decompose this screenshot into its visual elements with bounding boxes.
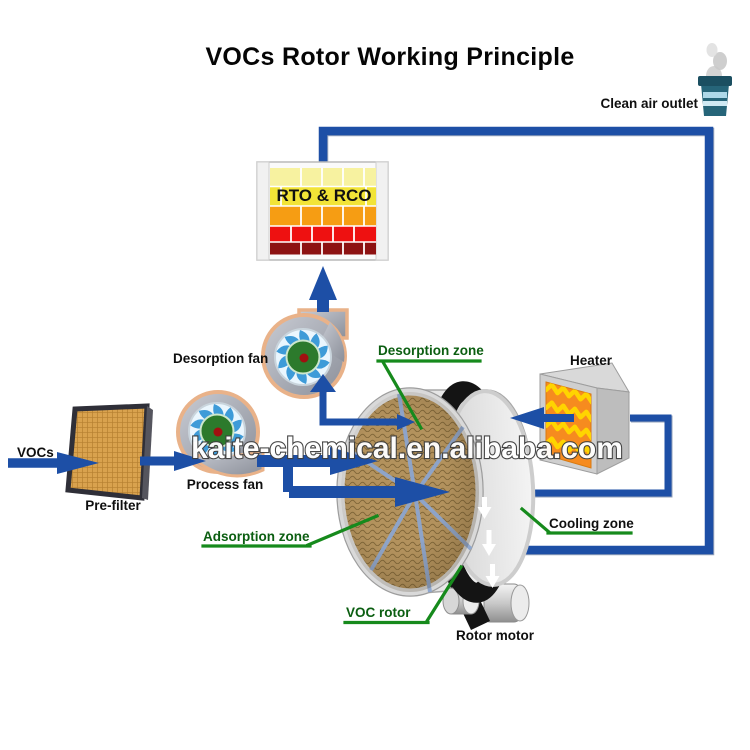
pipe-rto-to-stack-and-down bbox=[318, 126, 714, 555]
rotor-motor-label: Rotor motor bbox=[456, 628, 535, 643]
rto-rco-label: RTO & RCO bbox=[276, 186, 371, 205]
cooling-zone-label: Cooling zone bbox=[549, 516, 634, 531]
vocs-label: VOCs bbox=[17, 445, 54, 460]
process-fan-icon bbox=[176, 390, 265, 478]
desorption-fan-icon bbox=[261, 308, 349, 399]
pre-filter-label: Pre-filter bbox=[85, 498, 141, 513]
desorption-zone-label: Desorption zone bbox=[378, 343, 484, 358]
page-title: VOCs Rotor Working Principle bbox=[205, 43, 574, 71]
process-fan-label: Process fan bbox=[187, 477, 264, 492]
pipe-cooling-to-heater bbox=[525, 414, 672, 497]
clean-air-outlet-label: Clean air outlet bbox=[600, 96, 698, 111]
desorption-fan-label: Desorption fan bbox=[173, 351, 268, 366]
clean-air-stack bbox=[698, 43, 732, 116]
heater-label: Heater bbox=[570, 353, 613, 368]
vocs-arrow-head bbox=[57, 452, 99, 474]
watermark: kaite-chemical.en.alibaba.com bbox=[191, 432, 623, 465]
heater-unit bbox=[539, 362, 630, 475]
voc-rotor-label: VOC rotor bbox=[346, 605, 411, 620]
belt-rotation-arrows bbox=[477, 497, 500, 588]
flow-arrows bbox=[8, 266, 574, 507]
adsorption-zone-label: Adsorption zone bbox=[203, 529, 310, 544]
callout-lines bbox=[201, 359, 633, 625]
pipe-network bbox=[318, 126, 714, 555]
rto-bricks bbox=[270, 168, 376, 255]
pre-filter-unit bbox=[65, 403, 153, 501]
rto-rco-unit: RTO & RCO bbox=[256, 161, 389, 261]
